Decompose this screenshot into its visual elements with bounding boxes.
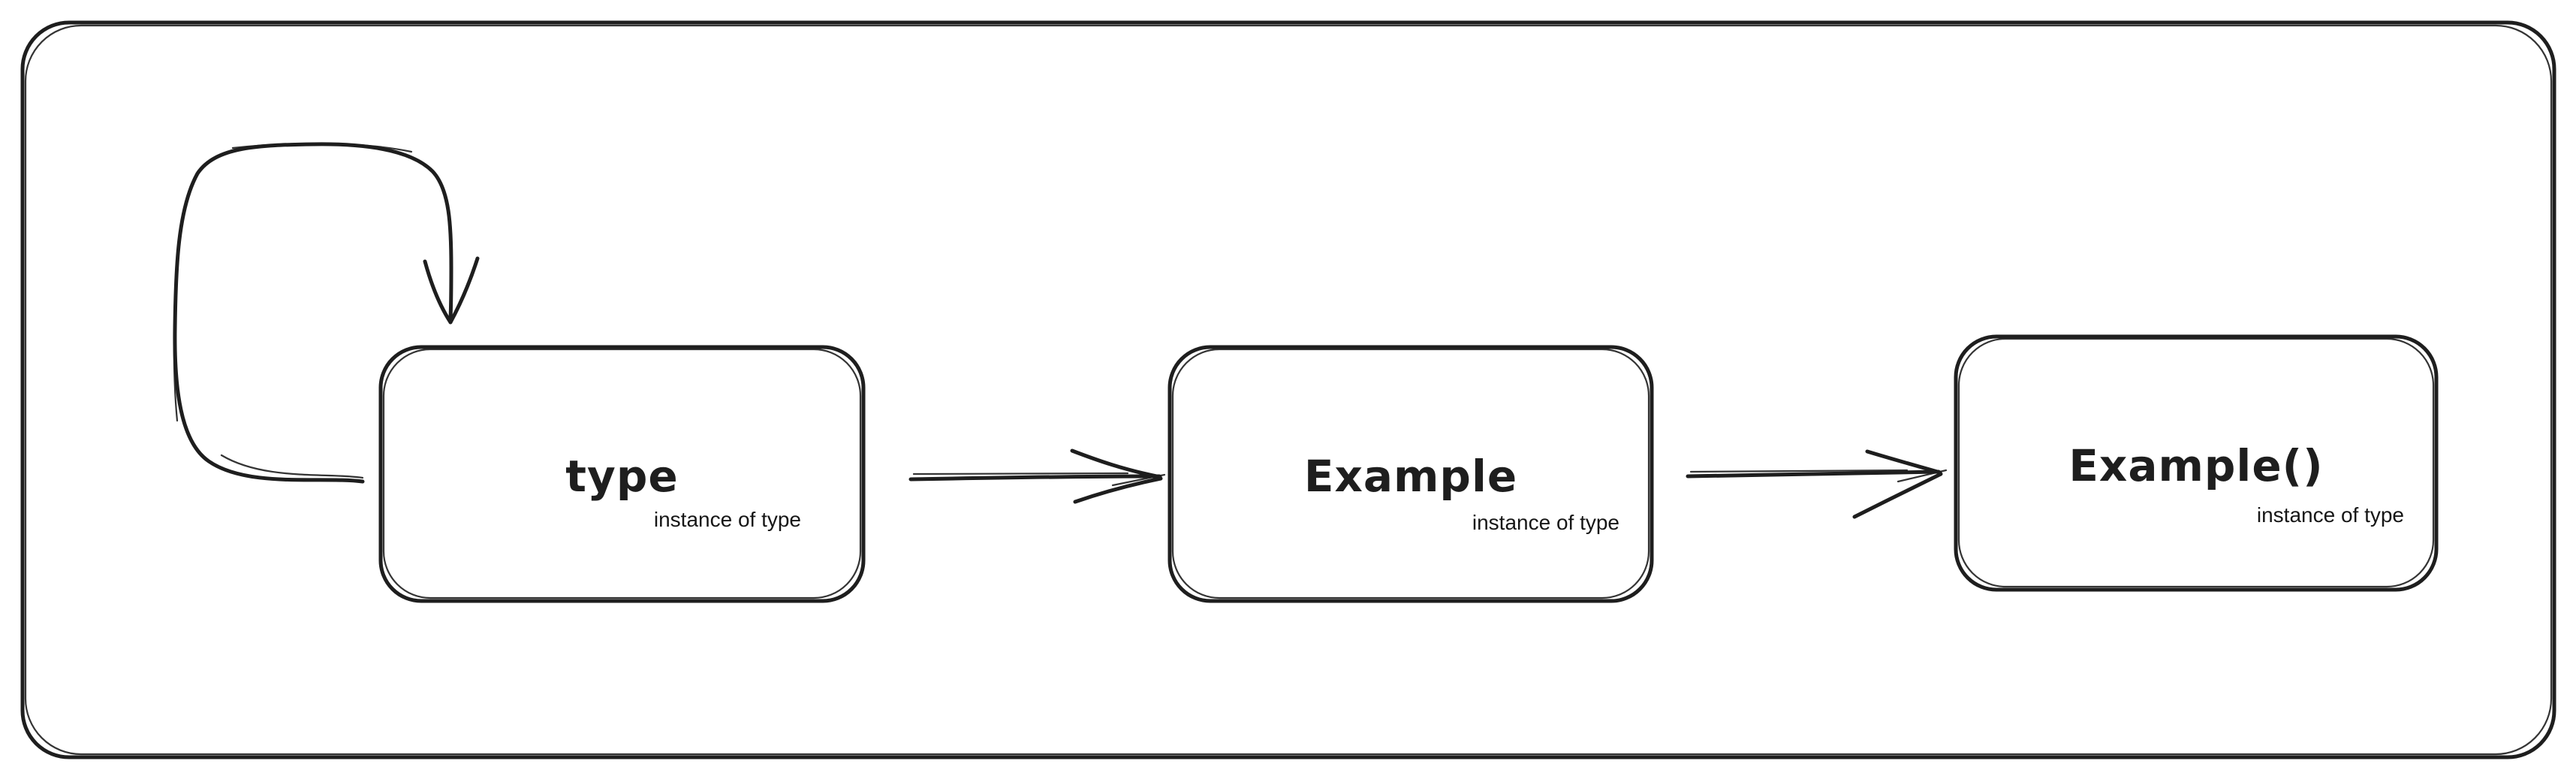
node-title-example: Example bbox=[1303, 451, 1518, 502]
node-subtitle-type: instance of type bbox=[653, 508, 801, 531]
arrow-type-to-example bbox=[908, 448, 1166, 504]
node-type: type instance of type bbox=[381, 347, 863, 601]
self-loop-arrow bbox=[173, 142, 480, 484]
node-example-instance: Example() instance of type bbox=[1956, 337, 2436, 590]
arrowhead-right-icon bbox=[1852, 449, 1948, 519]
arrowhead-right-icon bbox=[1070, 448, 1166, 504]
node-title-type: type bbox=[565, 451, 679, 502]
node-subtitle-example: instance of type bbox=[1472, 511, 1619, 534]
node-example: Example instance of type bbox=[1170, 347, 1652, 601]
type-box-shape bbox=[378, 345, 866, 603]
example-box-shape bbox=[1167, 345, 1654, 603]
example-instance-box-shape bbox=[1954, 334, 2439, 592]
self-loop-arrowhead bbox=[423, 256, 480, 325]
arrow-example-to-instance bbox=[1686, 449, 1948, 519]
outer-frame-border bbox=[20, 20, 2556, 759]
node-title-example-instance: Example() bbox=[2068, 439, 2324, 491]
node-subtitle-example-instance: instance of type bbox=[2256, 503, 2404, 527]
